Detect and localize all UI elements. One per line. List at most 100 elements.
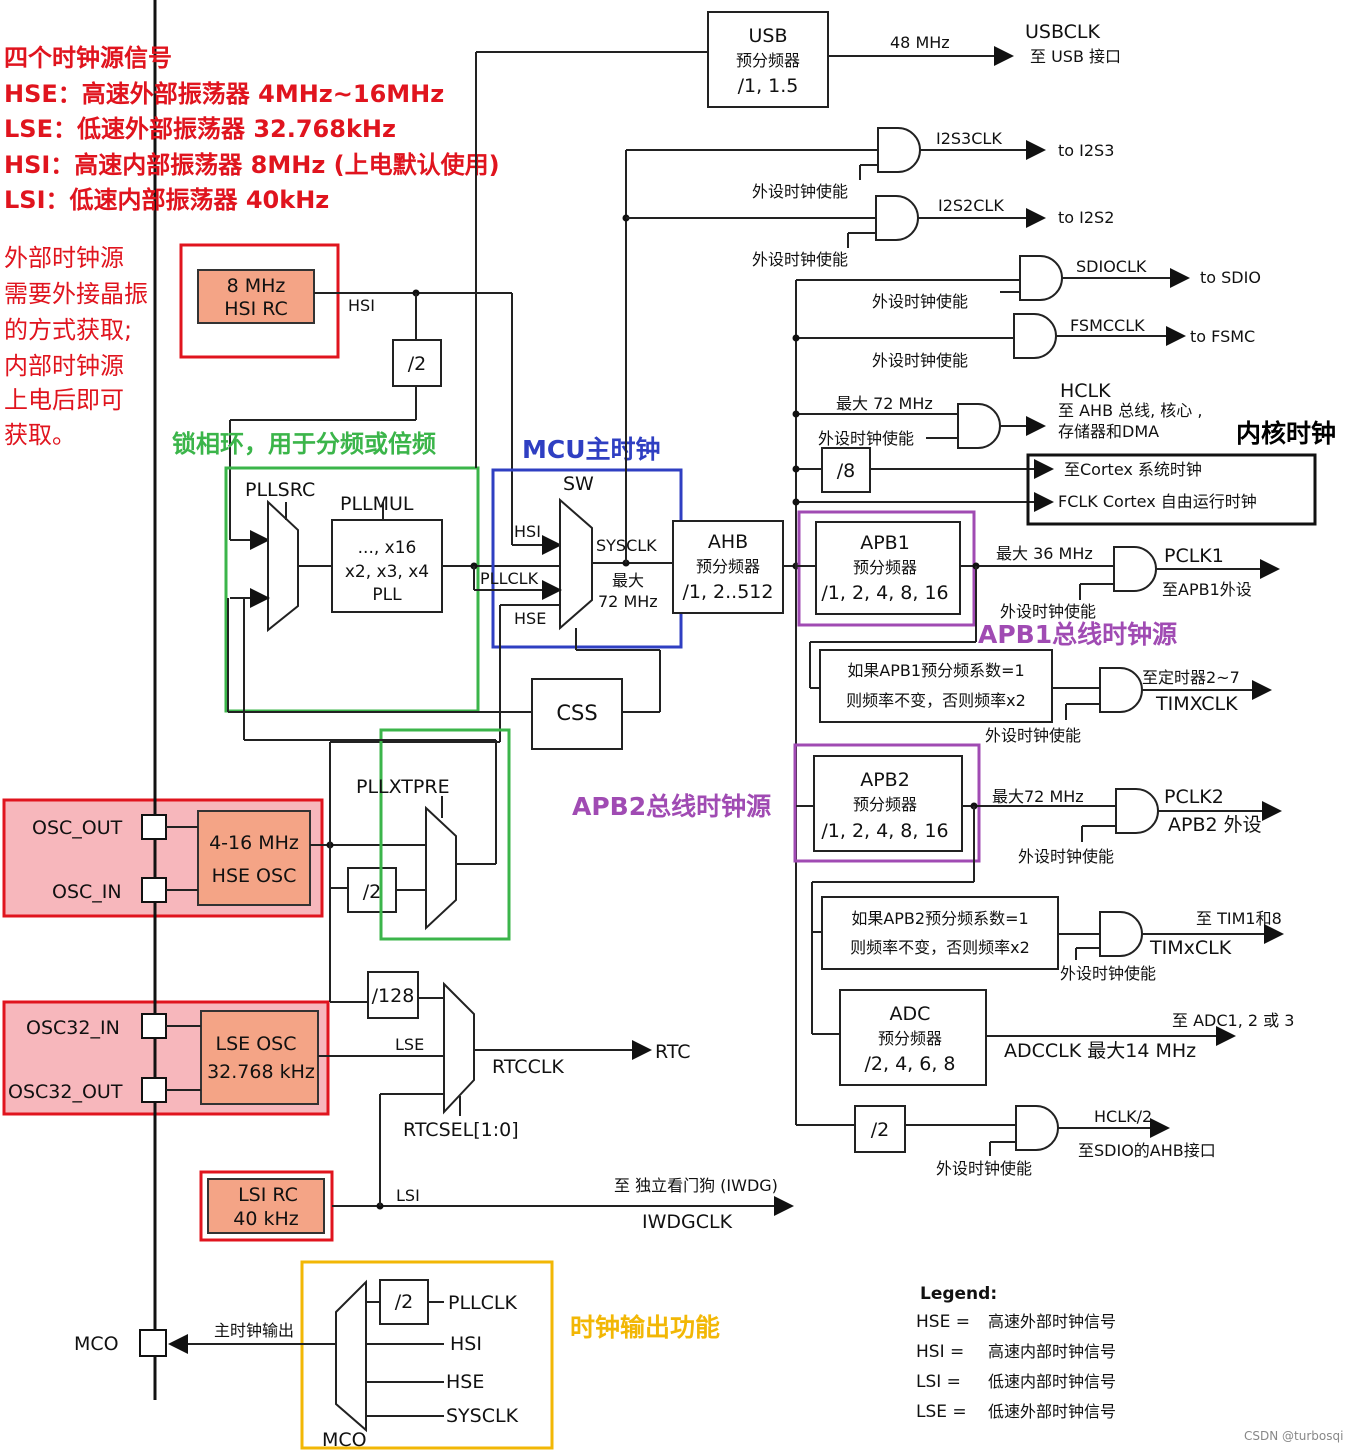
apb2-line3: /1, 2, 4, 8, 16 — [821, 820, 948, 842]
legend-val-1: 高速内部时钟信号 — [988, 1342, 1116, 1361]
legend-val-3: 低速外部时钟信号 — [988, 1402, 1116, 1421]
label-tim18-to: 至 TIM1和8 — [1196, 909, 1282, 928]
osc-in-pin — [141, 877, 167, 903]
label-hclk: HCLK — [1060, 380, 1111, 402]
label-osc-in: OSC_IN — [52, 881, 122, 903]
usb-line3: /1, 1.5 — [738, 75, 799, 97]
enable-pclk2: 外设时钟使能 — [1018, 847, 1114, 866]
label-pclk2-to: APB2 外设 — [1168, 814, 1262, 836]
mco-highlight — [300, 1260, 554, 1450]
core-highlight — [1026, 453, 1317, 526]
label-sw: SW — [563, 473, 594, 495]
label-adc-to: 至 ADC1, 2 或 3 — [1172, 1011, 1294, 1030]
sdio-div2-block — [854, 1105, 906, 1153]
pll-line1: ..., x16 — [358, 538, 417, 558]
hse-div2-label: /2 — [363, 881, 382, 903]
label-mco: MCO — [74, 1333, 119, 1355]
tim18-line2: 则频率不变，否则频率x2 — [850, 938, 1030, 957]
osc32-in-pin — [141, 1013, 167, 1039]
lse-osc-line2: 32.768 kHz — [207, 1061, 315, 1083]
label-pclk2: PCLK2 — [1164, 786, 1224, 808]
label-fclk: FCLK Cortex 自由运行时钟 — [1058, 492, 1257, 511]
label-lse: LSE — [395, 1035, 424, 1054]
lsi-rc-block — [207, 1178, 325, 1234]
ahb-line1: AHB — [708, 531, 748, 553]
annotation-lsi: LSI：低速内部振荡器 40kHz — [4, 186, 329, 214]
i2s3-and-gate — [877, 127, 921, 173]
annotation-core: 内核时钟 — [1236, 419, 1336, 448]
pllxtpre-mux — [425, 805, 457, 931]
sw-mux — [559, 497, 593, 631]
label-osc32-in: OSC32_IN — [26, 1017, 120, 1039]
hse-osc-line2: HSE OSC — [212, 865, 297, 887]
pclk2-and-gate — [1115, 788, 1159, 834]
hsi-highlight — [179, 243, 340, 359]
legend-key-3: LSE = — [916, 1402, 967, 1422]
ahb-line3: /1, 2..512 — [682, 581, 773, 603]
div128-block — [367, 971, 419, 1019]
lse-osc-block — [200, 1010, 319, 1105]
osc32-out-pin — [141, 1077, 167, 1103]
div8-label: /8 — [837, 460, 856, 482]
label-hclk2: HCLK/2 — [1094, 1107, 1152, 1126]
hsi-rc-block — [197, 269, 315, 324]
tim27-line1: 如果APB1预分频系数=1 — [847, 661, 1024, 680]
lse-osc-line1: LSE OSC — [216, 1033, 297, 1055]
hse-osc-block — [197, 810, 311, 906]
annotation-mco: 时钟输出功能 — [570, 1313, 720, 1342]
label-max36: 最大 36 MHz — [996, 544, 1093, 563]
enable-hclk: 外设时钟使能 — [818, 429, 914, 448]
annotation-apb1: APB1总线时钟源 — [978, 620, 1177, 649]
label-pllmul: PLLMUL — [340, 493, 414, 515]
label-hsi: HSI — [348, 296, 375, 315]
label-rtc: RTC — [655, 1041, 691, 1063]
label-pllsrc: PLLSRC — [245, 479, 315, 501]
hse-div2-block — [347, 867, 397, 913]
annotation-lse: LSE：低速外部振荡器 32.768kHz — [4, 115, 396, 143]
apb2-prescaler-block — [813, 755, 963, 852]
annotation-note-1: 外部时钟源 — [4, 244, 124, 272]
annotation-note-4: 内部时钟源 — [4, 352, 124, 380]
apb1-line2: 预分频器 — [853, 558, 917, 577]
label-iwdgclk: IWDGCLK — [642, 1211, 733, 1233]
legend-val-0: 高速外部时钟信号 — [988, 1312, 1116, 1331]
usb-prescaler-block — [707, 11, 829, 108]
apb1-line1: APB1 — [860, 532, 910, 554]
label-to-fsmc: to FSMC — [1190, 327, 1255, 346]
rtcsel-mux — [443, 981, 475, 1115]
adc-line3: /2, 4, 6, 8 — [865, 1053, 956, 1075]
lsi-rc-line1: LSI RC — [238, 1184, 298, 1206]
label-sw-pllclk: PLLCLK — [480, 569, 539, 588]
label-usbclk: USBCLK — [1025, 21, 1101, 43]
apb1-line3: /1, 2, 4, 8, 16 — [821, 582, 948, 604]
label-to-i2s2: to I2S2 — [1058, 208, 1114, 227]
css-block — [531, 678, 623, 750]
annotation-apb2: APB2总线时钟源 — [572, 792, 771, 821]
label-mco-sysclk: SYSCLK — [446, 1405, 519, 1427]
label-cortex-sys: 至Cortex 系统时钟 — [1064, 460, 1202, 479]
css-label: CSS — [556, 701, 597, 725]
label-tim27-to: 至定时器2~7 — [1142, 668, 1240, 687]
usb-line1: USB — [748, 25, 787, 47]
legend-title: Legend: — [920, 1284, 997, 1304]
label-sdioclk: SDIOCLK — [1076, 257, 1147, 276]
label-mco-mux: MCO — [322, 1429, 367, 1451]
hsi-rc-line1: 8 MHz — [227, 275, 286, 297]
label-mco-hse: HSE — [446, 1371, 484, 1393]
sdio-and-gate — [1019, 255, 1063, 301]
mco-pin — [139, 1329, 167, 1357]
apb1-prescaler-block — [815, 521, 961, 615]
pll-line2: x2, x3, x4 — [345, 562, 429, 582]
annotation-note-2: 需要外接晶振 — [4, 280, 148, 308]
ahb-line2: 预分频器 — [696, 557, 760, 576]
adc-prescaler-block — [839, 989, 987, 1086]
label-pclk1-to: 至APB1外设 — [1162, 580, 1252, 599]
enable-i2s3: 外设时钟使能 — [752, 182, 848, 201]
label-hclk2-to: 至SDIO的AHB接口 — [1078, 1141, 1216, 1160]
enable-i2s2: 外设时钟使能 — [752, 250, 848, 269]
label-lsi: LSI — [396, 1186, 420, 1205]
label-iwdg-to: 至 独立看门狗 (IWDG) — [614, 1176, 778, 1195]
enable-tim27: 外设时钟使能 — [985, 726, 1081, 745]
pll-block — [331, 519, 443, 613]
